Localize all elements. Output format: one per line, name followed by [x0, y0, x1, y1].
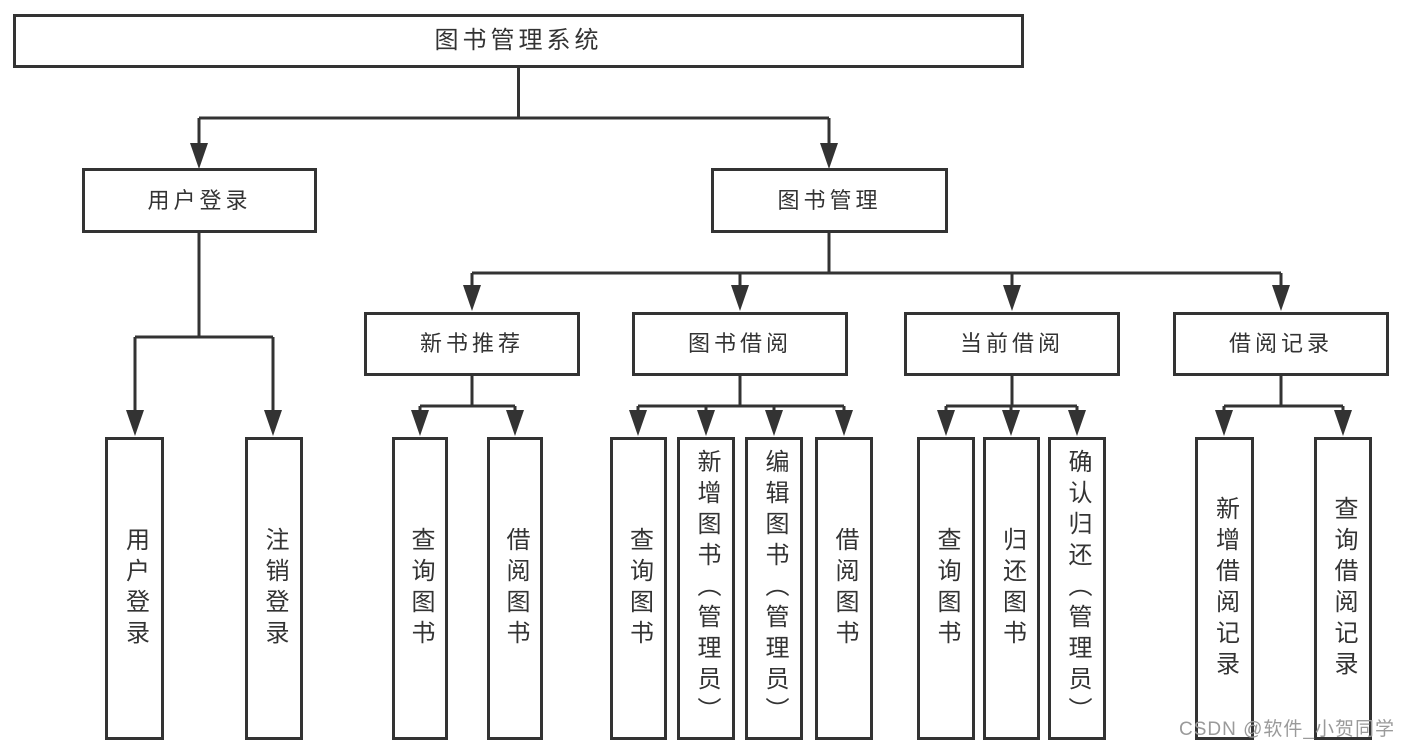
- node-label: 用户登录: [147, 187, 252, 213]
- node-leaf-add-borrow-record: 新增借阅记录: [1195, 437, 1254, 740]
- node-label: 查询图书: [625, 526, 653, 651]
- connector-arrowhead: [1002, 410, 1020, 436]
- connector-arrowhead: [1272, 285, 1290, 311]
- connector-arrowhead: [731, 285, 749, 311]
- connector-arrowhead: [835, 410, 853, 436]
- watermark: CSDN @软件_小贺同学: [1179, 719, 1395, 740]
- node-leaf-query-books-borrow: 查询图书: [610, 437, 667, 740]
- connector-arrowhead: [1215, 410, 1233, 436]
- connector-arrowhead: [937, 410, 955, 436]
- connector-arrowhead: [463, 285, 481, 311]
- node-label: 借阅图书: [831, 526, 858, 651]
- node-leaf-query-borrow-record: 查询借阅记录: [1314, 437, 1372, 740]
- node-label: 注销登录: [261, 526, 288, 651]
- node-label: 图书管理系统: [434, 27, 603, 54]
- node-book-borrowing: 图书借阅: [632, 312, 848, 376]
- node-label: 新增图书（管理员）: [693, 449, 720, 728]
- node-label: 查询图书: [933, 526, 960, 651]
- node-label: 归还图书: [998, 526, 1026, 651]
- node-label: 查询借阅记录: [1330, 495, 1357, 682]
- node-label: 借阅图书: [502, 526, 529, 651]
- connector-arrowhead: [765, 410, 783, 436]
- node-leaf-borrow-books-recommend: 借阅图书: [487, 437, 543, 740]
- node-label: 当前借阅: [959, 331, 1064, 356]
- node-leaf-add-books-admin: 新增图书（管理员）: [677, 437, 735, 740]
- node-label: 查询图书: [407, 526, 434, 651]
- node-leaf-borrow-books: 借阅图书: [815, 437, 873, 740]
- node-leaf-return-books: 归还图书: [983, 437, 1040, 740]
- connector-arrowhead: [629, 410, 647, 436]
- connector-arrowhead: [1334, 410, 1352, 436]
- node-user-login: 用户登录: [82, 168, 317, 233]
- node-leaf-confirm-return-admin: 确认归还（管理员）: [1048, 437, 1106, 740]
- node-current-borrowing: 当前借阅: [904, 312, 1120, 376]
- node-label: 新增借阅记录: [1211, 495, 1239, 682]
- connector-arrowhead: [126, 410, 144, 436]
- connector-arrowhead: [1068, 410, 1086, 436]
- node-label: 用户登录: [121, 526, 149, 651]
- node-label: 确认归还（管理员）: [1064, 449, 1091, 728]
- node-label: 图书管理: [777, 187, 882, 213]
- node-new-book-recommend: 新书推荐: [364, 312, 580, 376]
- connector-arrowhead: [411, 410, 429, 436]
- node-leaf-edit-books-admin: 编辑图书（管理员）: [745, 437, 803, 740]
- node-leaf-query-books-current: 查询图书: [917, 437, 975, 740]
- connector-arrowhead: [697, 410, 715, 436]
- connector-arrowhead: [506, 410, 524, 436]
- node-label: 新书推荐: [419, 331, 524, 356]
- connector-arrowhead: [820, 143, 838, 169]
- node-leaf-logout-login: 注销登录: [245, 437, 303, 740]
- node-leaf-user-login: 用户登录: [105, 437, 164, 740]
- connector-arrowhead: [264, 410, 282, 436]
- node-library-system: 图书管理系统: [13, 14, 1024, 68]
- node-label: 借阅记录: [1228, 331, 1333, 356]
- node-leaf-query-books-recommend: 查询图书: [392, 437, 448, 740]
- node-label: 编辑图书（管理员）: [761, 449, 788, 728]
- node-borrow-records: 借阅记录: [1173, 312, 1389, 376]
- connector-arrowhead: [190, 143, 208, 169]
- node-book-management: 图书管理: [711, 168, 948, 233]
- node-label: 图书借阅: [687, 331, 792, 356]
- connector-arrowhead: [1003, 285, 1021, 311]
